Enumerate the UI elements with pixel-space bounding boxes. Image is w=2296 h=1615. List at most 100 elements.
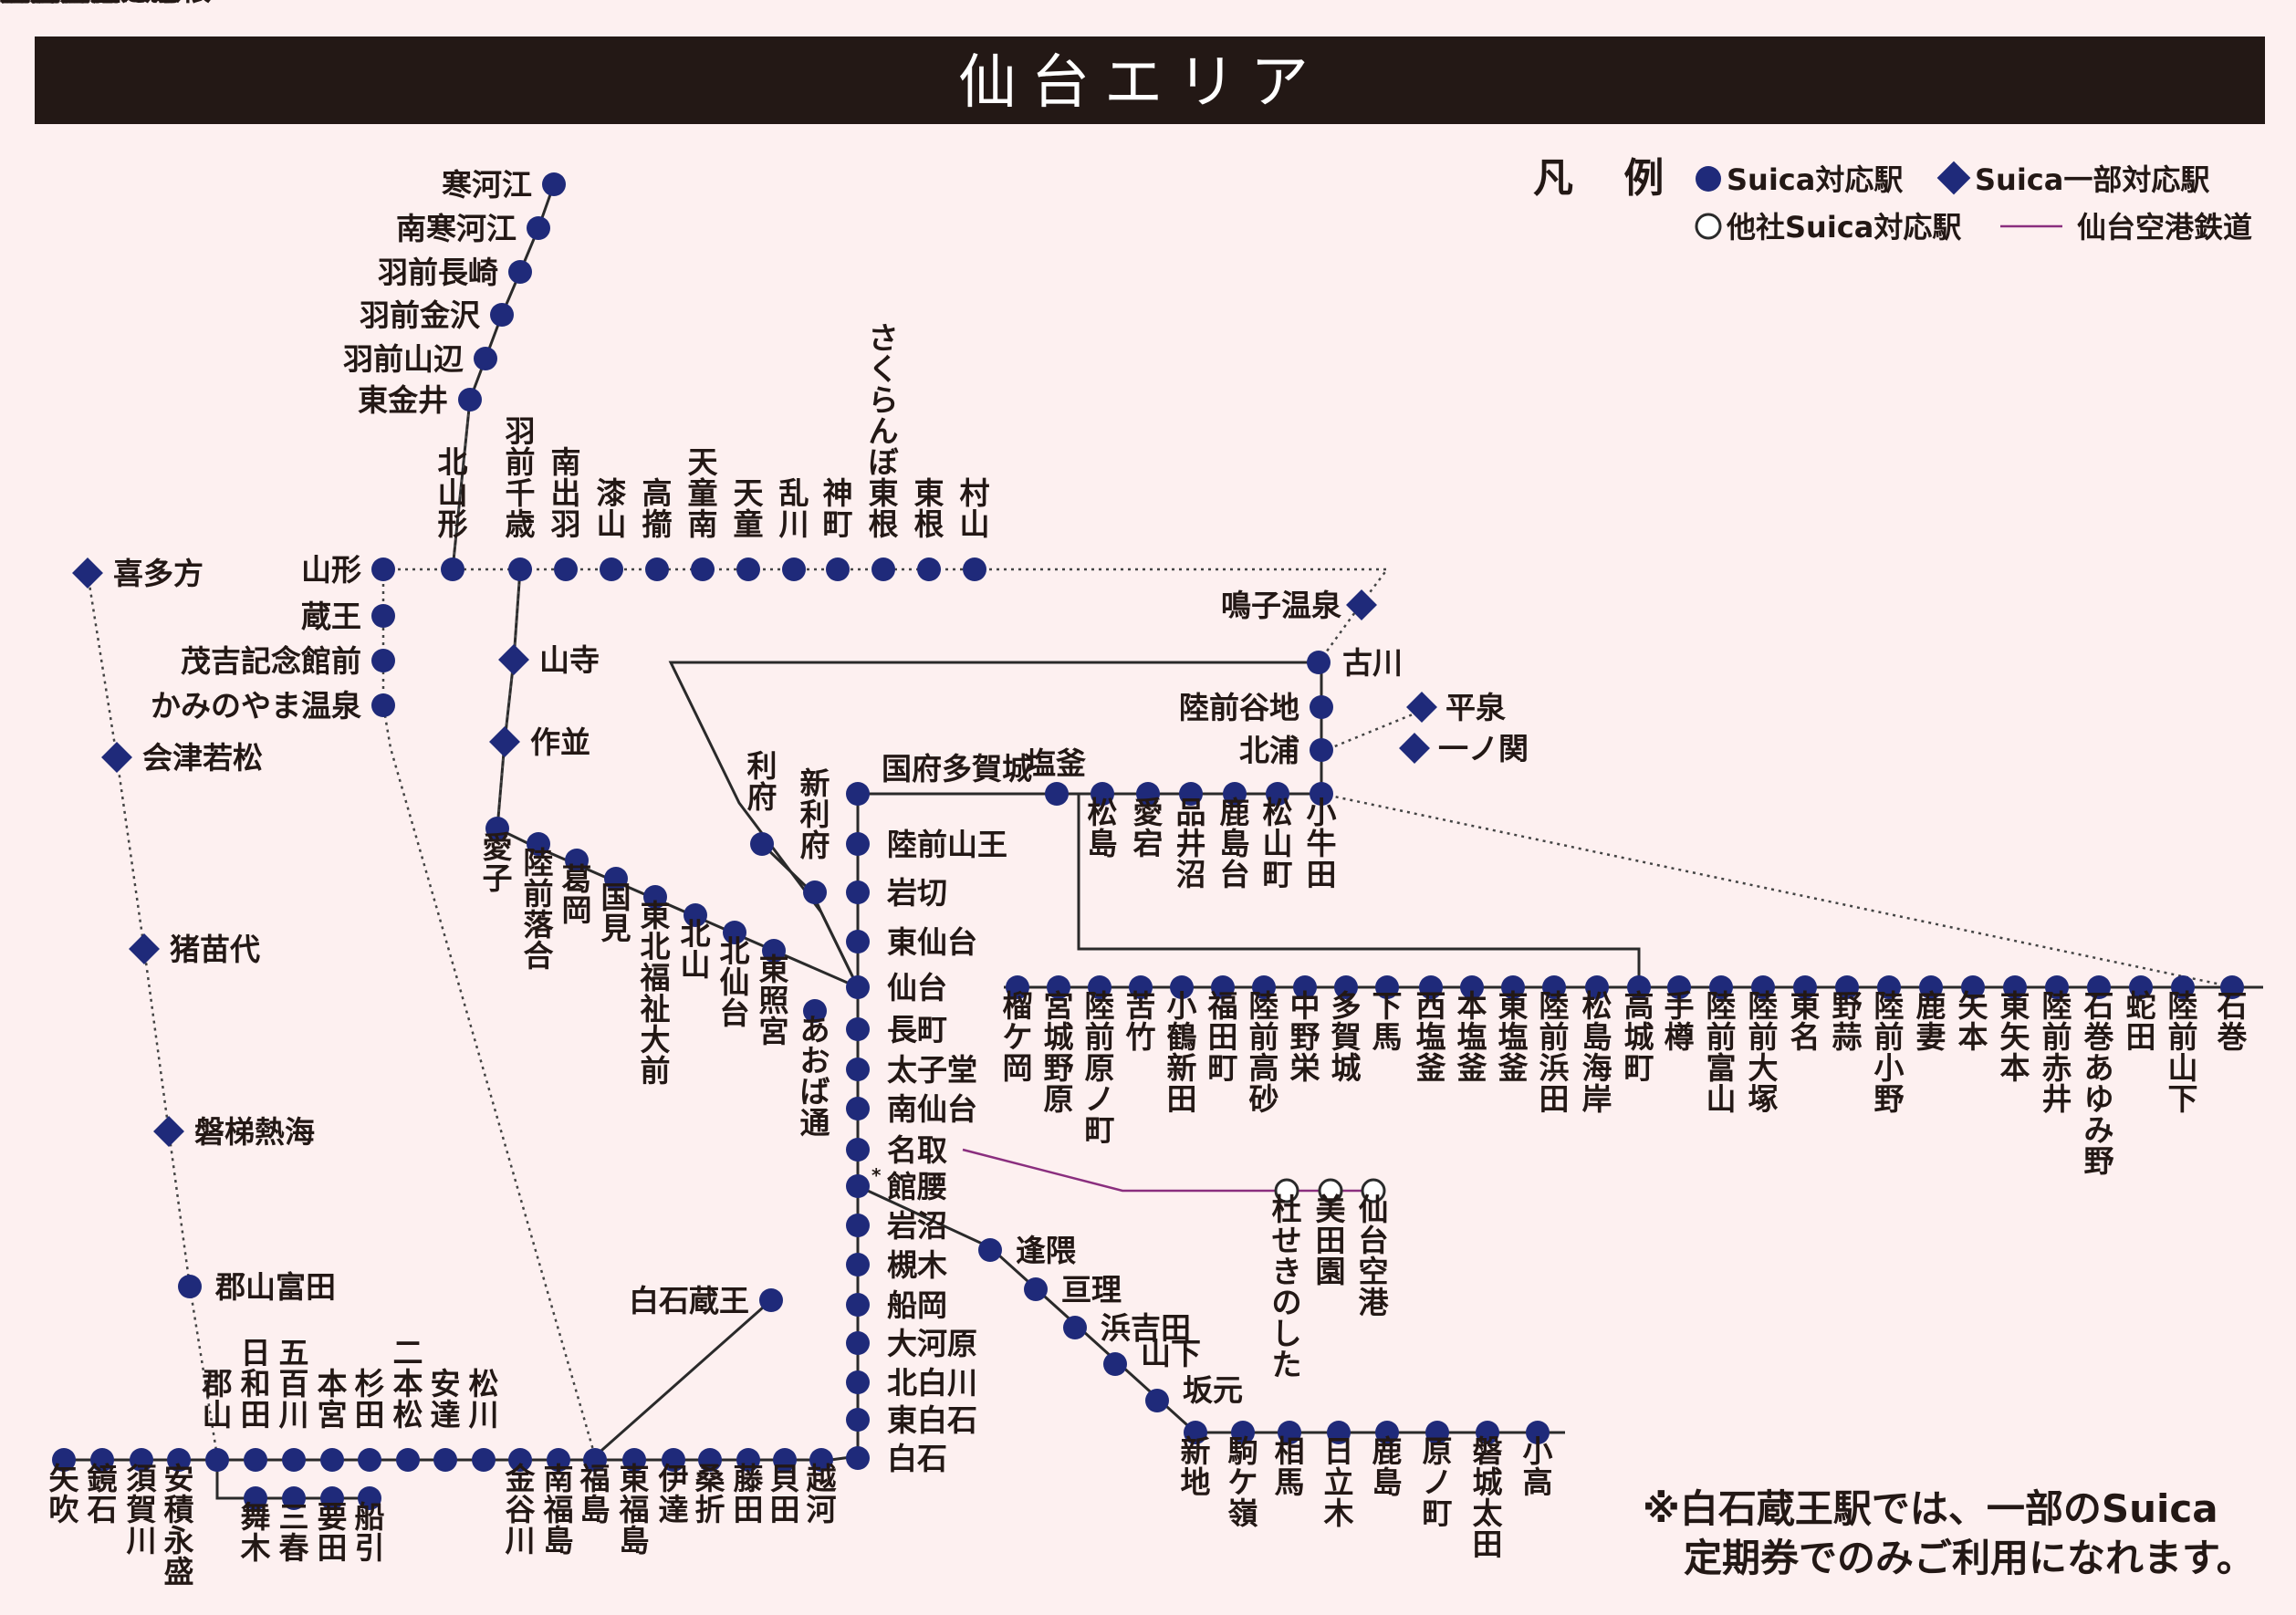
- station-21[interactable]: 茂吉記念館前: [181, 643, 395, 679]
- station-117[interactable]: 石巻石巻: [0, 0, 2248, 1055]
- station-98[interactable]: 西塩釜西塩釜: [0, 0, 1447, 1086]
- station-45[interactable]: 利府利府: [0, 0, 778, 856]
- station-111[interactable]: 矢本矢本: [0, 0, 1988, 1055]
- ou-line-yamagata: [383, 568, 1390, 663]
- station-125[interactable]: 本宮本宮: [0, 0, 348, 1472]
- station-100[interactable]: 東塩釜東塩釜: [0, 0, 1529, 1086]
- station-full-marker: [846, 1174, 870, 1198]
- station-121[interactable]: 安積永盛安積永盛: [0, 0, 194, 1589]
- station-3[interactable]: 羽前長崎: [378, 255, 532, 290]
- station-43[interactable]: 平泉: [1406, 690, 1506, 725]
- station-4[interactable]: 羽前金沢: [360, 297, 514, 333]
- station-full-marker: [1170, 975, 1194, 999]
- station-47[interactable]: 国府多賀城: [846, 751, 1032, 806]
- station-28[interactable]: 山寺: [498, 642, 600, 678]
- station-full-marker: [1476, 1421, 1499, 1444]
- station-label: 羽前金沢: [360, 297, 481, 333]
- station-full-marker: [282, 1486, 306, 1510]
- station-78[interactable]: 山下: [1103, 1336, 1201, 1376]
- station-full-marker: [871, 557, 895, 581]
- station-full-marker: [508, 557, 532, 581]
- station-139[interactable]: 舞木舞木: [0, 0, 271, 1566]
- station-65[interactable]: 槻木: [846, 1247, 947, 1283]
- station-112[interactable]: 東矢本東矢本: [0, 0, 2030, 1086]
- station-88[interactable]: 榴ケ岡榴ケ岡: [0, 0, 1033, 1086]
- station-120[interactable]: 須賀川須賀川: [0, 0, 158, 1558]
- station-full-marker: [320, 1448, 344, 1472]
- station-123[interactable]: 日和田日和田: [0, 0, 271, 1472]
- station-22[interactable]: かみのやま温泉: [151, 688, 395, 724]
- station-36[interactable]: 北仙台北仙台: [0, 0, 750, 1031]
- station-66[interactable]: 船岡: [846, 1287, 947, 1323]
- station-141[interactable]: 要田要田: [0, 0, 348, 1566]
- legend-partial-icon: [1936, 161, 1971, 195]
- station-40[interactable]: 古川: [1307, 645, 1403, 681]
- station-full-marker: [130, 1448, 153, 1472]
- station-full-marker: [1627, 975, 1651, 999]
- station-63[interactable]: 館腰: [846, 1169, 947, 1204]
- station-126[interactable]: 杉田杉田: [0, 0, 385, 1472]
- station-label: 白石: [887, 1441, 947, 1476]
- station-27[interactable]: 郡山富田: [178, 1269, 336, 1305]
- station-127[interactable]: 二本松二本松: [0, 0, 423, 1472]
- station-6[interactable]: 東金井: [358, 382, 482, 418]
- station-140[interactable]: 三春三春: [0, 0, 309, 1566]
- station-full-marker: [762, 939, 786, 963]
- station-1[interactable]: 寒河江: [442, 167, 566, 203]
- station-19[interactable]: 山形: [301, 552, 395, 588]
- station-33[interactable]: 国見国見: [0, 0, 631, 946]
- station-142[interactable]: 船引船引: [0, 0, 385, 1566]
- rail-lines: [62, 183, 2263, 1500]
- station-full-marker: [1375, 975, 1399, 999]
- station-64[interactable]: 岩沼: [846, 1208, 947, 1244]
- station-124[interactable]: 五百川五百川: [0, 0, 309, 1472]
- station-2[interactable]: 南寒河江: [396, 211, 550, 246]
- station-44[interactable]: 一ノ関: [1399, 731, 1529, 766]
- station-133[interactable]: 東福島東福島: [0, 0, 650, 1558]
- station-label: 古川: [1342, 645, 1403, 681]
- station-42[interactable]: 北浦: [1239, 733, 1333, 768]
- station-24[interactable]: 会津若松: [101, 740, 263, 776]
- station-20[interactable]: 蔵王: [301, 599, 395, 634]
- station-41[interactable]: 陸前谷地: [1179, 690, 1333, 725]
- station-31[interactable]: 陸前落合陸前落合: [0, 0, 555, 974]
- station-134[interactable]: 伊達伊達: [0, 0, 689, 1527]
- station-122[interactable]: 郡山郡山: [0, 0, 233, 1472]
- station-57[interactable]: 東仙台: [846, 924, 977, 960]
- station-70[interactable]: 白石: [846, 1441, 947, 1476]
- station-67[interactable]: 大河原: [846, 1326, 977, 1361]
- station-71[interactable]: 白石蔵王: [629, 1283, 783, 1318]
- station-59[interactable]: 長町: [846, 1012, 947, 1047]
- station-55[interactable]: 陸前山王: [846, 827, 1007, 862]
- station-32[interactable]: 葛岡葛岡: [0, 0, 592, 928]
- station-68[interactable]: 北白川: [846, 1365, 977, 1401]
- station-5[interactable]: 羽前山辺: [343, 341, 497, 377]
- station-23[interactable]: 喜多方: [72, 556, 204, 591]
- station-76[interactable]: 亘理: [1024, 1272, 1122, 1308]
- station-79[interactable]: 坂元: [1145, 1372, 1243, 1412]
- station-69[interactable]: 東白石: [846, 1402, 977, 1438]
- station-29[interactable]: 作並: [489, 724, 590, 760]
- station-full-marker: [978, 1238, 1002, 1262]
- station-58[interactable]: 仙台: [846, 970, 947, 1005]
- station-25[interactable]: 猪苗代: [129, 932, 260, 967]
- station-56[interactable]: 岩切: [846, 875, 947, 911]
- station-75[interactable]: 逢隈: [978, 1233, 1077, 1268]
- station-62[interactable]: 名取: [846, 1132, 947, 1168]
- station-77[interactable]: 浜吉田: [1063, 1310, 1191, 1346]
- station-48[interactable]: 塩釜: [1026, 745, 1087, 806]
- legend-partial-label: Suica一部対応駅: [1975, 162, 2209, 197]
- station-61[interactable]: 南仙台: [846, 1091, 977, 1127]
- station-60[interactable]: 太子堂: [846, 1052, 977, 1088]
- station-label: 平泉: [1445, 690, 1506, 725]
- station-label: 三春三春: [0, 0, 309, 1566]
- station-128[interactable]: 安達安達: [0, 0, 461, 1472]
- station-118[interactable]: 矢吹矢吹: [0, 0, 79, 1527]
- legend-other-label: 他社Suica対応駅: [1726, 210, 1961, 245]
- station-39[interactable]: 鳴子温泉: [1221, 588, 1377, 623]
- station-99[interactable]: 本塩釜本塩釜: [0, 0, 1488, 1086]
- station-119[interactable]: 鏡石鏡石: [0, 0, 118, 1527]
- station-full-marker: [846, 1253, 870, 1276]
- station-full-marker: [527, 216, 550, 240]
- station-26[interactable]: 磐梯熱海: [153, 1114, 315, 1150]
